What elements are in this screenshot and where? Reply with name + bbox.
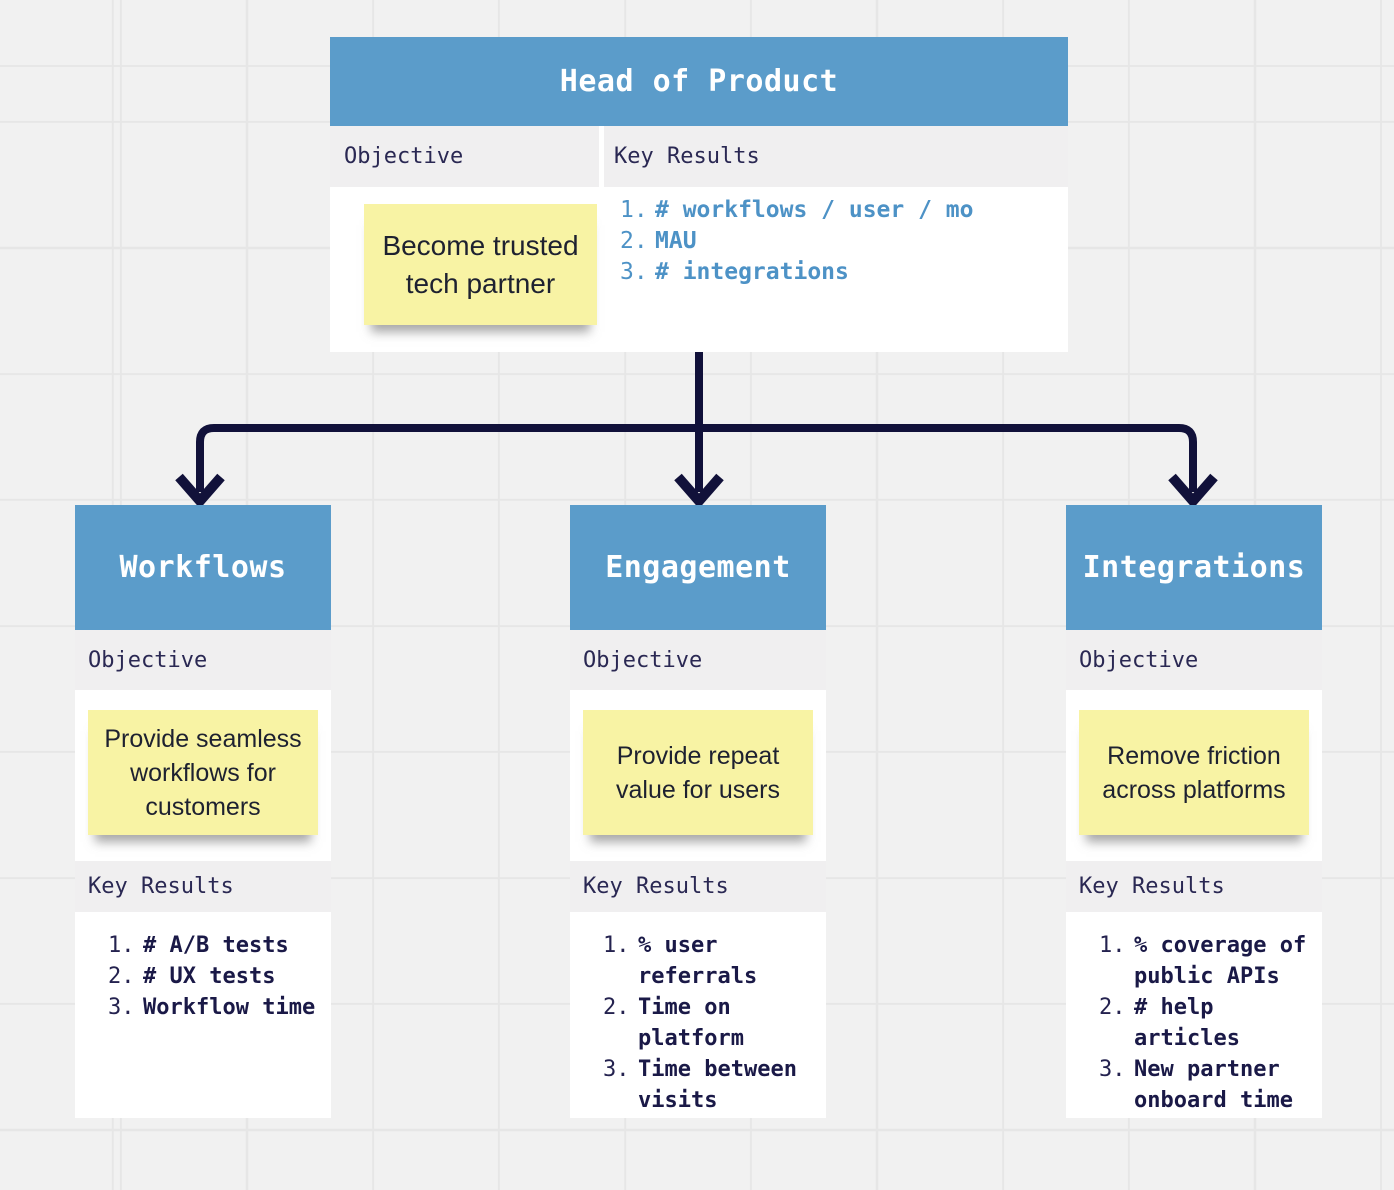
- card-head-of-product[interactable]: Head of Product Objective Key Results Be…: [330, 37, 1068, 352]
- okr-team-card[interactable]: Engagement Objective Provide repeat valu…: [570, 505, 826, 1118]
- key-result-number: 3.: [603, 1057, 630, 1082]
- arrowhead-center-icon: [674, 473, 724, 509]
- arrowhead-left-icon: [175, 473, 225, 509]
- okr-team-card[interactable]: Integrations Objective Remove friction a…: [1066, 505, 1322, 1118]
- key-result-item: 3. # integrations: [620, 257, 974, 288]
- objective-section-header: Objective: [1066, 630, 1322, 690]
- key-results-list: 1. # A/B tests 2. # UX tests 3. Workflow time: [108, 930, 323, 1023]
- key-result-text: # integrations: [655, 259, 849, 285]
- key-result-item: 1. # workflows / user / mo: [620, 195, 974, 226]
- key-result-text: # workflows / user / mo: [655, 197, 974, 223]
- key-result-text: Time between visits: [638, 1057, 797, 1113]
- card-body: Become trusted tech partner 1. # workflow…: [330, 187, 1068, 352]
- key-result-text: New partner onboard time: [1134, 1057, 1293, 1113]
- key-result-number: 3.: [620, 259, 648, 285]
- column-headers: Objective Key Results: [330, 126, 1068, 187]
- key-result-text: # A/B tests: [143, 933, 289, 958]
- objective-body: Provide seamless workflows for customers: [75, 690, 331, 861]
- key-result-number: 3.: [108, 995, 135, 1020]
- key-result-number: 1.: [603, 933, 630, 958]
- key-result-number: 3.: [1099, 1057, 1126, 1082]
- key-result-text: Workflow time: [143, 995, 316, 1020]
- card-title: Engagement: [570, 505, 826, 630]
- key-result-text: % coverage of public APIs: [1134, 933, 1307, 989]
- key-result-item: 2. MAU: [620, 226, 974, 257]
- key-results-section-header: Key Results: [75, 861, 331, 912]
- key-result-number: 2.: [620, 228, 648, 254]
- key-result-item: 2. Time on platform: [603, 992, 818, 1054]
- arrowhead-right-icon: [1168, 473, 1218, 509]
- key-result-text: % user referrals: [638, 933, 758, 989]
- key-results-body: 1. % user referrals 2. Time on platform 3. Ti…: [570, 912, 826, 1118]
- key-results-section-header: Key Results: [570, 861, 826, 912]
- key-results-list: 1. % user referrals 2. Time on platform 3. Ti…: [603, 930, 818, 1116]
- key-results-body: 1. # A/B tests 2. # UX tests 3. Workflow time: [75, 912, 331, 1118]
- objective-section-header: Objective: [570, 630, 826, 690]
- key-result-number: 2.: [603, 995, 630, 1020]
- key-result-number: 2.: [1099, 995, 1126, 1020]
- key-result-item: 2. # UX tests: [108, 961, 323, 992]
- key-results-body: 1. % coverage of public APIs 2. # help arti…: [1066, 912, 1322, 1118]
- key-result-number: 1.: [1099, 933, 1126, 958]
- objective-body: Provide repeat value for users: [570, 690, 826, 861]
- card-title: Head of Product: [330, 37, 1068, 126]
- objective-sticky-note[interactable]: Become trusted tech partner: [364, 204, 597, 325]
- objective-body: Remove friction across platforms: [1066, 690, 1322, 861]
- objective-column-header: Objective: [330, 126, 599, 187]
- key-results-column-header: Key Results: [604, 126, 1068, 187]
- key-result-item: 3. New partner onboard time: [1099, 1054, 1314, 1116]
- key-result-item: 2. # help articles: [1099, 992, 1314, 1054]
- key-result-number: 2.: [108, 964, 135, 989]
- objective-sticky-note[interactable]: Provide repeat value for users: [583, 710, 813, 835]
- objective-sticky-note[interactable]: Provide seamless workflows for customers: [88, 710, 318, 835]
- key-results-list: 1. # workflows / user / mo 2. MAU 3. # integr…: [620, 195, 974, 288]
- key-result-text: # help articles: [1134, 995, 1240, 1051]
- key-result-number: 1.: [108, 933, 135, 958]
- key-result-text: MAU: [655, 228, 697, 254]
- key-result-item: 3. Time between visits: [603, 1054, 818, 1116]
- key-result-item: 1. % user referrals: [603, 930, 818, 992]
- objective-section-header: Objective: [75, 630, 331, 690]
- connector-branch: [196, 424, 1197, 492]
- key-result-item: 3. Workflow time: [108, 992, 323, 1023]
- key-result-item: 1. % coverage of public APIs: [1099, 930, 1314, 992]
- key-result-number: 1.: [620, 197, 648, 223]
- okr-team-card[interactable]: Workflows Objective Provide seamless wor…: [75, 505, 331, 1118]
- key-result-text: # UX tests: [143, 964, 276, 989]
- card-title: Integrations: [1066, 505, 1322, 630]
- key-result-text: Time on platform: [638, 995, 744, 1051]
- objective-sticky-note[interactable]: Remove friction across platforms: [1079, 710, 1309, 835]
- key-results-section-header: Key Results: [1066, 861, 1322, 912]
- card-title: Workflows: [75, 505, 331, 630]
- key-result-item: 1. # A/B tests: [108, 930, 323, 961]
- key-results-list: 1. % coverage of public APIs 2. # help arti…: [1099, 930, 1314, 1116]
